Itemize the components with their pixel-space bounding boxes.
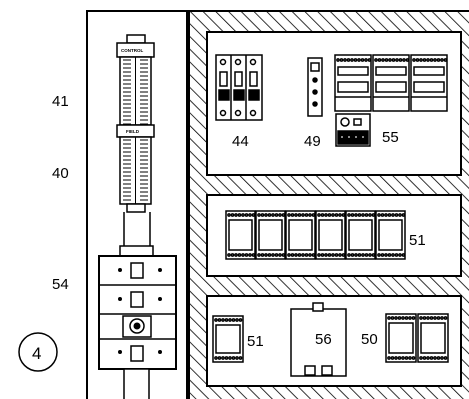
figure-number: 4 — [32, 344, 41, 363]
callout-44: 44 — [232, 133, 249, 150]
relay-51-lower — [212, 315, 244, 363]
callout-40: 40 — [52, 165, 69, 182]
relay-group-55 — [334, 54, 448, 147]
callout-54: 54 — [52, 276, 69, 293]
module-49 — [307, 57, 323, 117]
relay-row-51 — [225, 210, 406, 260]
figure-number-badge: 4 — [18, 332, 58, 372]
socket-column — [98, 212, 177, 399]
callout-49: 49 — [304, 133, 321, 150]
terminal-strip: CONTROL FIELD — [116, 34, 155, 213]
callout-41: 41 — [52, 93, 69, 110]
callout-51-lower: 51 — [247, 333, 264, 350]
relay-pair-50 — [385, 313, 449, 363]
control-label: CONTROL — [121, 48, 143, 53]
callout-56: 56 — [315, 331, 332, 348]
callout-51-middle: 51 — [409, 232, 426, 249]
breaker-block-44 — [215, 54, 263, 121]
field-label: FIELD — [126, 129, 140, 134]
callout-50: 50 — [361, 331, 378, 348]
power-supply-56 — [290, 302, 347, 377]
callout-55: 55 — [382, 129, 399, 146]
